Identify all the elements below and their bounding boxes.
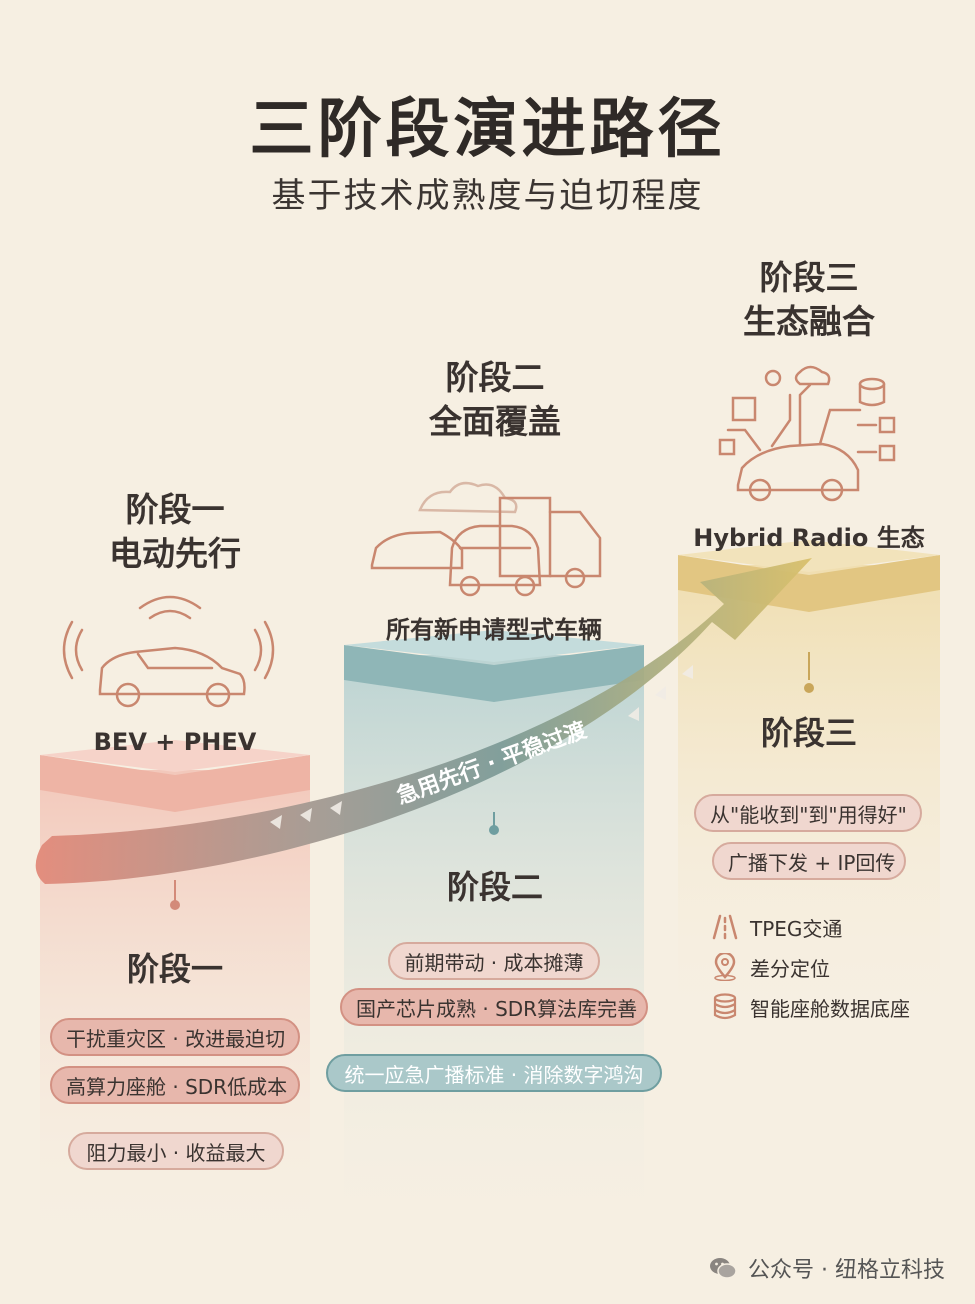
stage2-heading-line2: 全面覆盖 bbox=[429, 402, 561, 441]
stage1-pill-2: 高算力座舱 · SDR低成本 bbox=[50, 1066, 300, 1104]
stage2-heading-line1: 阶段二 bbox=[445, 358, 545, 397]
stage2-heading: 阶段二 全面覆盖 bbox=[380, 356, 610, 444]
stage2-name: 阶段二 bbox=[446, 868, 543, 906]
stage-connectors bbox=[170, 652, 814, 910]
stage3-heading-line2: 生态融合 bbox=[743, 302, 875, 341]
stage3-heading-line1: 阶段三 bbox=[759, 258, 859, 297]
stage1-heading: 阶段一 电动先行 bbox=[60, 488, 290, 576]
connected-car-illustration bbox=[718, 365, 896, 502]
stage1-pill-3: 阻力最小 · 收益最大 bbox=[68, 1132, 284, 1170]
stage3-heading: 阶段三 生态融合 bbox=[694, 256, 924, 344]
stage3-pill-2: 广播下发 + IP回传 bbox=[712, 842, 906, 880]
legend-label-positioning: 差分定位 bbox=[750, 956, 830, 981]
page-title: 三阶段演进路径 bbox=[249, 93, 726, 167]
vehicles-illustration bbox=[370, 481, 602, 597]
stage3-caption: Hybrid Radio 生态 bbox=[693, 524, 925, 552]
electric-car-illustration bbox=[62, 595, 275, 708]
stage1-heading-line1: 阶段一 bbox=[125, 490, 225, 529]
stage2-pill-2: 国产芯片成熟 · SDR算法库完善 bbox=[340, 988, 648, 1026]
footer-text: 公众号 · 纽格立科技 bbox=[748, 1258, 945, 1283]
road-icon bbox=[712, 914, 738, 940]
transition-arrow bbox=[35, 558, 812, 884]
stage2-caption: 所有新申请型式车辆 bbox=[386, 616, 602, 644]
stage1-pill-1: 干扰重灾区 · 改进最迫切 bbox=[50, 1018, 300, 1056]
stage3-name: 阶段三 bbox=[760, 714, 857, 752]
page-subtitle: 基于技术成熟度与迫切程度 bbox=[271, 176, 704, 216]
legend-label-tpeg: TPEG交通 bbox=[750, 916, 843, 941]
stage1-name: 阶段一 bbox=[126, 950, 223, 988]
database-icon bbox=[713, 993, 737, 1020]
legend-item-positioning: 差分定位 bbox=[710, 950, 830, 984]
stage1-heading-line2: 电动先行 bbox=[109, 534, 241, 573]
location-pin-icon bbox=[714, 953, 736, 981]
stage2-pill-1: 前期带动 · 成本摊薄 bbox=[388, 942, 600, 980]
footer-attribution: 公众号 · 纽格立科技 bbox=[708, 1252, 945, 1284]
legend-item-tpeg: TPEG交通 bbox=[710, 910, 842, 944]
stage2-pill-3: 统一应急广播标准 · 消除数字鸿沟 bbox=[326, 1054, 662, 1092]
wechat-icon bbox=[710, 1258, 737, 1279]
legend-item-data-base: 智能座舱数据底座 bbox=[710, 990, 910, 1024]
stage3-pill-1: 从"能收到"到"用得好" bbox=[694, 794, 922, 832]
stage1-caption: BEV + PHEV bbox=[93, 728, 257, 756]
legend-label-data-base: 智能座舱数据底座 bbox=[750, 996, 910, 1021]
